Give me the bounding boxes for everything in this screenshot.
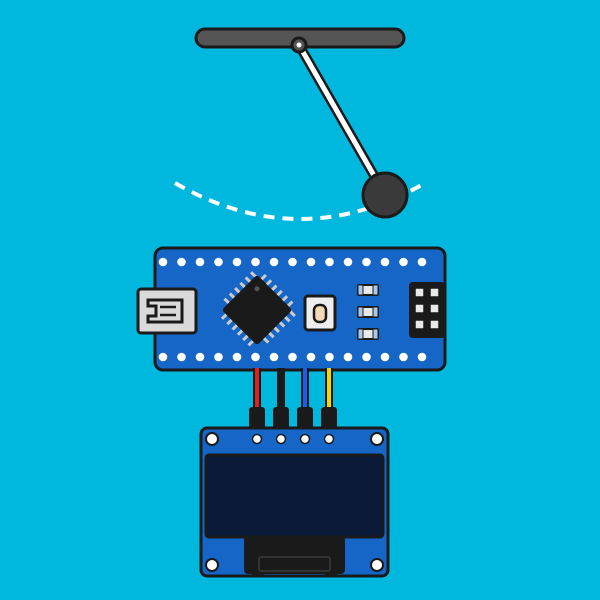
pin-hole <box>343 257 353 267</box>
pin-hole <box>399 352 408 362</box>
usb-shell <box>136 287 198 335</box>
mounting-hole <box>370 558 384 572</box>
pin-hole <box>251 352 260 362</box>
pin-hole <box>232 352 242 362</box>
pin-hole <box>288 352 297 362</box>
mounting-hole <box>205 558 219 572</box>
pin-hole <box>362 352 371 362</box>
smd-pad <box>372 306 379 318</box>
pin-hole <box>177 352 186 362</box>
usb-socket <box>146 298 184 324</box>
pin-hole <box>214 257 223 267</box>
oled-pin <box>299 433 311 445</box>
mounting-hole <box>205 432 219 446</box>
mounting-holes <box>205 432 384 572</box>
icsp-pin <box>429 303 440 314</box>
smd-pad <box>357 284 364 296</box>
ribbon-cable <box>244 536 345 576</box>
oled-pin <box>323 433 335 445</box>
icsp-pin <box>414 303 425 314</box>
pin-hole <box>158 352 168 362</box>
pin-hole <box>214 352 223 362</box>
pin-hole <box>306 352 316 362</box>
bottom-pin-row <box>158 352 427 362</box>
chip-orientation-dot <box>254 286 260 292</box>
pin-hole <box>325 257 334 267</box>
pin-hole <box>417 257 427 267</box>
oled-pin <box>251 433 263 445</box>
icsp-pins <box>414 287 440 330</box>
oled-display-icon <box>199 426 390 578</box>
pendulum-icon <box>174 27 426 221</box>
nano-pcb <box>153 246 447 372</box>
oled-pin <box>275 433 287 445</box>
pin-hole <box>195 257 205 267</box>
pin-hole <box>380 352 390 362</box>
pin-hole <box>195 352 205 362</box>
chip-body <box>222 275 292 345</box>
arduino-nano-icon <box>136 246 447 372</box>
mini-usb-port-icon <box>136 287 198 335</box>
mounting-hole <box>370 432 384 446</box>
pendulum-rod <box>296 42 387 196</box>
pin-hole <box>399 257 408 267</box>
top-pin-row <box>158 257 427 267</box>
ribbon-slot <box>258 556 331 572</box>
pin-hole <box>288 257 297 267</box>
pin-hole <box>269 352 279 362</box>
smd-pad <box>357 328 364 340</box>
reset-button-icon <box>303 294 337 332</box>
pin-hole <box>158 257 168 267</box>
icsp-pin <box>414 287 425 298</box>
icsp-pin <box>414 319 425 330</box>
pin-hole <box>380 257 390 267</box>
pin-hole <box>251 257 260 267</box>
icsp-pin <box>429 319 440 330</box>
reset-button-cap <box>312 303 328 324</box>
pin-hole <box>325 352 334 362</box>
pin-hole <box>306 257 316 267</box>
pin-hole <box>417 352 427 362</box>
pin-hole <box>269 257 279 267</box>
smd-pad <box>357 306 364 318</box>
smd-pad <box>372 284 379 296</box>
oled-header-pins <box>251 433 335 445</box>
microchip-icon <box>220 271 296 347</box>
oled-screen <box>204 453 385 539</box>
pin-hole <box>177 257 186 267</box>
smd-pad <box>372 328 379 340</box>
pin-hole <box>232 257 242 267</box>
pivot-center <box>296 42 302 48</box>
pin-hole <box>362 257 371 267</box>
pin-hole <box>343 352 353 362</box>
smd-components <box>357 284 379 340</box>
icsp-header <box>409 282 445 338</box>
icsp-pin <box>429 287 440 298</box>
pendulum-bob <box>361 171 409 219</box>
